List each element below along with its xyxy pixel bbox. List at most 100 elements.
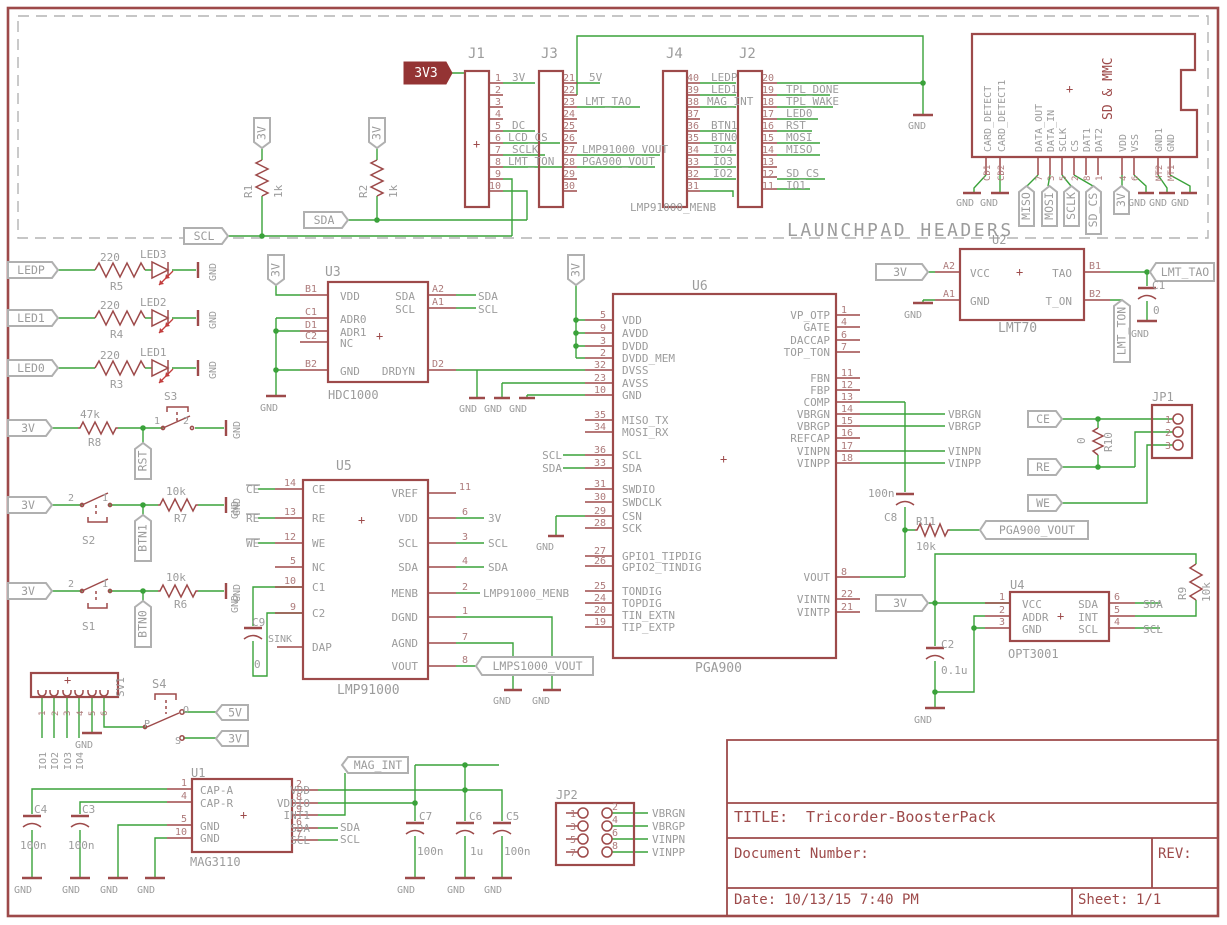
schematic-text: 11 <box>459 482 471 493</box>
component-j4[interactable] <box>661 69 689 209</box>
part-pga900: PGA900 <box>695 661 742 676</box>
net-flag-ce[interactable]: CE <box>1027 410 1064 428</box>
schematic-text: IO4 <box>75 752 86 770</box>
schematic-text: SCLK <box>512 143 539 156</box>
net-flag-label: LED1 <box>17 311 45 325</box>
net-flag-we[interactable]: WE <box>1027 494 1064 512</box>
schematic-text: 14 <box>284 478 296 489</box>
schematic-text: A1 <box>432 297 444 308</box>
capacitors[interactable] <box>22 286 1157 835</box>
component-u5[interactable] <box>301 478 430 681</box>
schematic-text: CARD_DETECT <box>983 86 994 152</box>
schematic-text: + <box>1066 82 1073 96</box>
net-flag-3v[interactable]: 3V <box>368 117 386 150</box>
net-flag-label: 3V <box>228 732 242 746</box>
net-flag-3v[interactable]: 3V <box>267 254 285 287</box>
net-flag-lmt-tao[interactable]: LMT_TAO <box>1148 262 1215 282</box>
schematic-text: SCL <box>542 449 562 462</box>
net-flag-ledp[interactable]: LEDP <box>7 261 60 279</box>
net-flag-label: MISO <box>1019 192 1033 220</box>
net-flag-lmt-ton[interactable]: LMT_TON <box>1113 298 1131 363</box>
net-flag-label: SD_CS <box>1086 193 1100 228</box>
net-flag-sclk[interactable]: SCLK <box>1063 184 1080 227</box>
net-flag-mosi[interactable]: MOSI <box>1041 184 1058 227</box>
net-flag-3v[interactable]: 3V <box>567 254 585 287</box>
resistors[interactable] <box>78 159 1204 601</box>
schematic-text: SDA <box>1078 598 1098 611</box>
component-jp2[interactable] <box>554 801 636 867</box>
schematic-text: + <box>1016 265 1023 279</box>
pin-stubs <box>167 82 1171 853</box>
net-flag-scl[interactable]: SCL <box>183 227 230 245</box>
net-flag-mag-int[interactable]: MAG_INT <box>340 756 409 774</box>
net-flag-btn1[interactable]: BTN1 <box>134 513 152 562</box>
net-flag-3v[interactable]: 3V <box>875 263 930 281</box>
net-flag-lmps1000-vout[interactable]: LMPS1000_VOUT <box>474 656 594 676</box>
component-j3[interactable] <box>537 69 565 209</box>
net-flag-3v[interactable]: 3V <box>7 496 54 514</box>
component-sd-mmc[interactable] <box>970 32 1199 159</box>
schematic-text: 24 <box>563 109 575 120</box>
schematic-text: 17 <box>841 441 853 452</box>
net-flag-btn0[interactable]: BTN0 <box>134 599 152 648</box>
net-flag-re[interactable]: RE <box>1027 458 1064 476</box>
schematic-text: LMP91000_MENB <box>483 587 569 600</box>
net-flag-label: 3V <box>893 596 907 610</box>
net-flag-3v3[interactable]: 3V3 <box>403 61 453 85</box>
schematic-text: TAO <box>1052 267 1072 280</box>
schematic-text: 37 <box>687 109 699 120</box>
schematic-text: 8 <box>296 792 302 803</box>
schematic-text: VREF <box>392 487 419 500</box>
schematic-text: T_ON <box>1046 295 1073 308</box>
net-flag-3v[interactable]: 3V <box>214 730 249 747</box>
schematic-text: AVSS <box>622 377 649 390</box>
schematic-text: GND <box>904 310 922 321</box>
net-flag-label: RE <box>1036 460 1050 474</box>
schematic-text: 5V <box>589 71 603 84</box>
net-flag-3v[interactable]: 3V <box>7 582 54 600</box>
net-flag-3v[interactable]: 3V <box>875 594 930 612</box>
schematic-text: CD2 <box>997 165 1007 181</box>
jp2-pins[interactable] <box>577 807 613 858</box>
net-flag-5v[interactable]: 5V <box>214 704 249 721</box>
schematic-text: GND <box>200 820 220 833</box>
component-j1[interactable] <box>463 69 491 209</box>
schematic-text: RST <box>786 119 806 132</box>
switches[interactable] <box>79 406 195 741</box>
schematic-text: VOUT <box>392 660 419 673</box>
schematic-text: VCC <box>1022 598 1042 611</box>
schematic-text: B2 <box>305 359 317 370</box>
net-flag-sda[interactable]: SDA <box>303 211 350 229</box>
component-u3[interactable] <box>326 280 430 384</box>
jp1-pins[interactable] <box>1172 413 1184 451</box>
component-u2[interactable] <box>958 247 1086 322</box>
schematic-text: VDD <box>1118 134 1129 152</box>
net-flag-miso[interactable]: MISO <box>1018 184 1035 227</box>
schematic-text: SCL <box>395 303 415 316</box>
net-flag-led1[interactable]: LED1 <box>7 309 60 327</box>
schematic-text: C1 <box>305 307 317 318</box>
schematic-text: GND <box>340 365 360 378</box>
net-flag-rst[interactable]: RST <box>134 441 152 480</box>
net-flag-label: 3V <box>255 126 269 140</box>
net-flag-led0[interactable]: LED0 <box>7 359 60 377</box>
leds[interactable] <box>151 260 174 384</box>
component-sv1[interactable] <box>29 671 120 699</box>
net-flag-3v[interactable]: 3V <box>253 117 271 150</box>
component-jp1[interactable] <box>1150 403 1194 460</box>
schematic-text: FBN <box>810 372 830 385</box>
schematic-text: 11 <box>762 181 774 192</box>
schematic-text: 2 <box>68 579 74 590</box>
schematic-text: GND <box>137 885 155 896</box>
net-flag-label: WE <box>1036 496 1050 510</box>
net-flag-pga900-vout[interactable]: PGA900_VOUT <box>978 520 1089 540</box>
net-flag-3v[interactable]: 3V <box>1113 184 1130 215</box>
net-flag-sd-cs[interactable]: SD_CS <box>1085 184 1102 235</box>
component-u6[interactable] <box>611 292 838 660</box>
part-mag3110: MAG3110 <box>190 855 241 869</box>
component-j2[interactable] <box>736 69 764 209</box>
refdes-j4: J4 <box>666 46 683 62</box>
net-flag-3v[interactable]: 3V <box>7 419 54 437</box>
schematic-text: SCL <box>340 833 360 846</box>
schematic-text: 9 <box>290 602 296 613</box>
